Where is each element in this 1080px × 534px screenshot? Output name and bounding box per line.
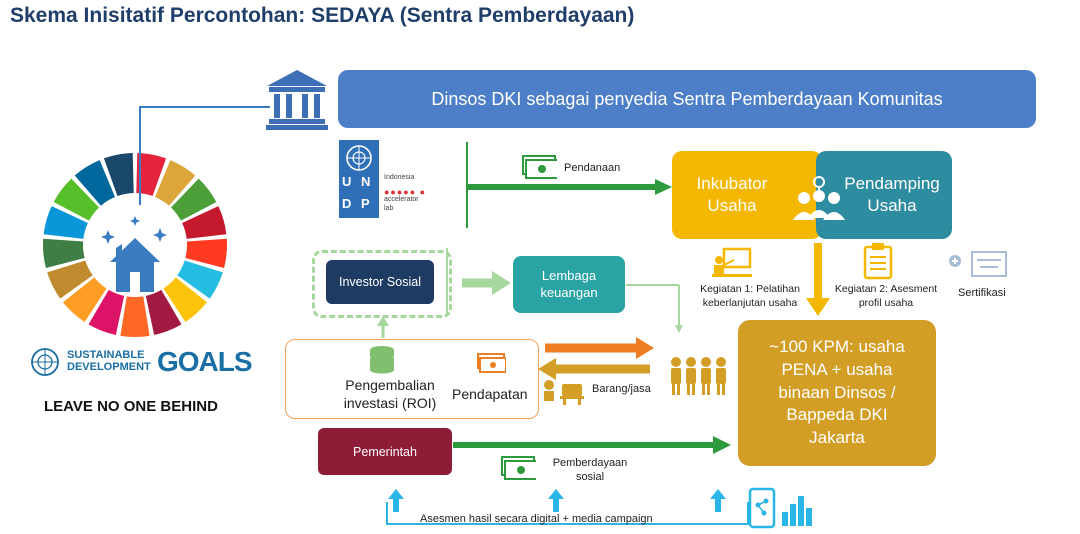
un-emblem-icon [346, 145, 372, 171]
pemerintah-box: Pemerintah [318, 428, 452, 475]
sdg-wheel-segment [182, 206, 227, 239]
leave-no-one-behind: LEAVE NO ONE BEHIND [44, 398, 218, 415]
sdg-wheel-icon [43, 153, 227, 337]
team-icon [793, 176, 845, 220]
sdg-wheel-segment [136, 153, 167, 197]
sdg-wheel-segment [154, 160, 196, 206]
certificate-icon [949, 251, 1007, 277]
asesmen-label: Asesmen hasil secara digital + media cam… [420, 513, 653, 525]
goods-icon [544, 380, 584, 405]
training-icon [712, 247, 752, 277]
sdg-wheel-segment [120, 296, 150, 337]
coins-icon [370, 346, 394, 374]
sdg-wheel-segment [47, 260, 93, 299]
sdg-wheel-segment [177, 260, 223, 299]
people-icon [671, 357, 726, 395]
undp-logo: U N D P Indonesia ●●●●● ● accelerator la… [339, 140, 465, 220]
investor-sosial-box: Investor Sosial [326, 260, 434, 304]
un-globe-icon [31, 348, 59, 376]
government-building-icon [266, 70, 328, 130]
sdg-wheel-segment [88, 289, 125, 335]
asesmen-bracket [386, 502, 749, 525]
pendanaan-label: Pendanaan [564, 162, 621, 174]
sdg-wheel-segment [43, 206, 88, 239]
clipboard-icon [863, 243, 893, 280]
sdg-goals-word: GOALS [157, 346, 253, 377]
sdg-wheel-segment [43, 238, 85, 268]
investor-dashed-frame [312, 250, 452, 318]
sdg-wheel-segment [163, 277, 208, 322]
house-icon [101, 216, 167, 292]
money-bill-icon [477, 353, 506, 373]
sertifikasi-label: Sertifikasi [958, 287, 1006, 299]
smartphone-icon [748, 487, 776, 529]
sdg-wheel-segment [103, 153, 134, 197]
sdg-wheel-segment [185, 238, 227, 268]
barang-jasa-label: Barang/jasa [592, 383, 651, 395]
pendapatan-label: Pendapatan [452, 386, 528, 402]
connector-line [139, 106, 270, 205]
roi-pendapatan-frame [285, 339, 539, 419]
sdg-wheel-segment [62, 277, 107, 322]
page-title: Skema Inisitatif Percontohan: SEDAYA (Se… [10, 4, 635, 27]
money-icon-2 [501, 456, 536, 480]
sdg-wheel-segment [170, 178, 217, 221]
sdg-wheel-segment [53, 178, 100, 221]
sdg-wheel-segment [74, 160, 116, 206]
dinsos-banner: Dinsos DKI sebagai penyedia Sentra Pembe… [338, 70, 1036, 128]
bar-chart-icon [782, 496, 812, 526]
sdg-wheel-segment [145, 289, 182, 335]
money-icon [522, 155, 557, 179]
